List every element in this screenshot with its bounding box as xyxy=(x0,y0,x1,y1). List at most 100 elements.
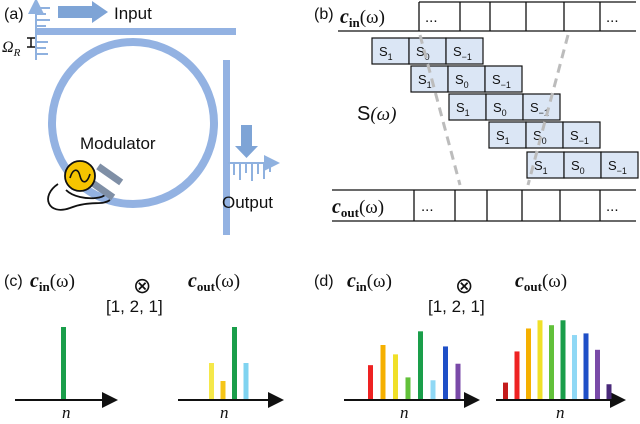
bar xyxy=(243,363,249,399)
output-spectrum-icon xyxy=(228,155,280,181)
panel-b: (b) cin(ω) ... ... cout(ω) .. xyxy=(314,1,639,222)
s-cell xyxy=(600,151,639,179)
convolution-symbol-d: ⊗ xyxy=(455,273,473,298)
bar xyxy=(560,320,566,399)
cin-label-b: cin(ω) xyxy=(340,6,385,30)
bar xyxy=(443,346,448,399)
axis-label-d-input: n xyxy=(400,403,409,422)
cin-vector-row: ... ... xyxy=(338,1,636,32)
panel-d-label: (d) xyxy=(314,273,334,290)
cout-vector-row: ... ... xyxy=(332,189,636,222)
bar xyxy=(380,345,386,399)
kernel-label-d: [1, 2, 1] xyxy=(428,297,485,316)
s-cell-label: S1 xyxy=(379,44,393,62)
s-cell xyxy=(563,151,602,179)
input-spectrum-icon xyxy=(28,0,50,60)
s-cell-label: S1 xyxy=(418,72,432,90)
panel-b-label: (b) xyxy=(314,6,334,23)
omega-r-label: ΩR xyxy=(2,39,21,59)
bar xyxy=(526,328,531,399)
cout-ellipsis-left: ... xyxy=(421,198,434,215)
bar xyxy=(572,335,577,399)
bar xyxy=(418,331,423,399)
s-cell xyxy=(447,65,486,93)
s-cell-label: S−1 xyxy=(608,158,627,176)
cin-label-c: cin(ω) xyxy=(30,270,75,294)
dashed-guide-right xyxy=(526,34,570,186)
s-cell xyxy=(448,93,487,121)
bar xyxy=(455,363,461,399)
s-cell-label: S−1 xyxy=(492,72,511,90)
cin-ellipsis-left: ... xyxy=(425,9,438,26)
bar xyxy=(220,381,226,399)
s-cell-label: S0 xyxy=(571,158,585,176)
bar xyxy=(61,327,66,399)
kernel-label-c: [1, 2, 1] xyxy=(106,297,163,316)
bar xyxy=(537,320,543,399)
s-cell-label: S0 xyxy=(493,100,507,118)
s-cell xyxy=(526,151,565,179)
s-cell-label: S−1 xyxy=(570,128,589,146)
s-cell-label: S0 xyxy=(533,128,547,146)
cin-label-d: cin(ω) xyxy=(347,270,392,294)
bar xyxy=(514,351,520,399)
s-cell xyxy=(488,121,527,149)
panel-c-label: (c) xyxy=(4,273,23,290)
s-matrix-label: S(ω) xyxy=(357,103,396,125)
axis-label-c-output: n xyxy=(220,403,229,422)
bar xyxy=(405,377,411,399)
s-cell-label: S−1 xyxy=(530,100,549,118)
panel-a-label: (a) xyxy=(4,6,24,23)
s-cell-label: S1 xyxy=(456,100,470,118)
input-arrow-icon xyxy=(58,1,108,23)
bar xyxy=(503,382,508,399)
bar xyxy=(549,325,554,399)
s-cell-label: S−1 xyxy=(453,44,472,62)
bar xyxy=(393,354,398,399)
bar xyxy=(430,380,436,399)
modulator-label: Modulator xyxy=(80,134,156,153)
bar xyxy=(595,349,600,399)
s-cell-label: S1 xyxy=(534,158,548,176)
s-cell xyxy=(562,121,601,149)
cin-ellipsis-right: ... xyxy=(606,9,619,26)
output-label: Output xyxy=(222,193,273,212)
cout-label-d: cout(ω) xyxy=(515,270,567,294)
bars-d-output xyxy=(503,320,612,399)
bus-waveguide-drop xyxy=(223,60,230,235)
bus-waveguide-top xyxy=(36,28,236,35)
omega-spacing-marker xyxy=(27,37,35,48)
output-arrow-icon xyxy=(235,125,258,158)
cout-ellipsis-right: ... xyxy=(606,198,619,215)
bars-c-input xyxy=(61,327,66,399)
s-cell-label: S1 xyxy=(496,128,510,146)
convolution-symbol-c: ⊗ xyxy=(133,273,151,298)
s-cell xyxy=(445,37,484,65)
bar xyxy=(583,333,589,399)
cout-label-c: cout(ω) xyxy=(188,270,240,294)
s-cell xyxy=(522,93,561,121)
panel-c: (c) cin(ω) ⊗ [1, 2, 1] cout(ω) n n xyxy=(4,270,284,422)
ring-resonator xyxy=(48,38,218,208)
bar xyxy=(232,327,237,399)
cout-label-b: cout(ω) xyxy=(332,196,384,220)
bar xyxy=(606,384,612,399)
axis-label-c-input: n xyxy=(62,403,71,422)
bars-d-input xyxy=(368,331,461,399)
axis-label-d-output: n xyxy=(556,403,565,422)
panel-d: (d) cin(ω) ⊗ [1, 2, 1] cout(ω) n n xyxy=(314,270,626,422)
bar xyxy=(368,365,373,399)
panel-a: (a) ΩR Input xyxy=(2,0,280,235)
bar xyxy=(209,363,214,399)
modulator-icon xyxy=(47,160,124,211)
s-cell xyxy=(484,65,523,93)
s-cell-label: S0 xyxy=(455,72,469,90)
bars-c-output xyxy=(209,327,249,399)
s-cell xyxy=(408,37,447,65)
s-cell xyxy=(371,37,410,65)
input-label: Input xyxy=(114,4,152,23)
dashed-guide-left xyxy=(418,34,462,186)
